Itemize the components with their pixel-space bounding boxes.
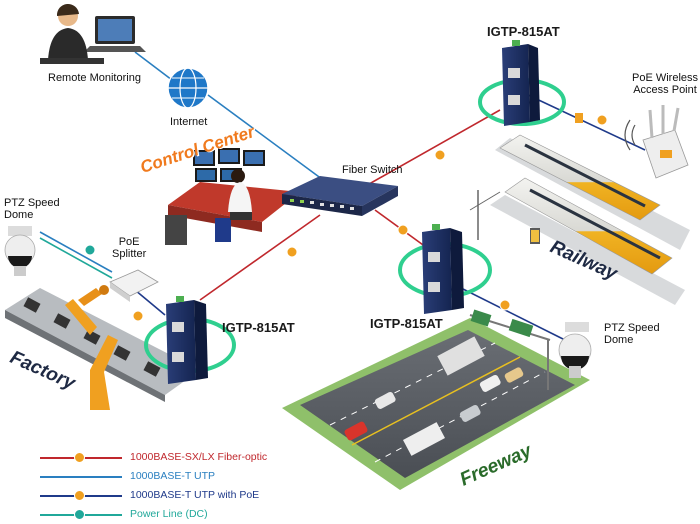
label-poe-ap-line2: Access Point — [633, 84, 697, 96]
legend-item-utp: 1000BASE-T UTP — [40, 467, 330, 486]
label-poe-ap: PoE Wireless Access Point — [632, 72, 698, 96]
link-remote-internet — [134, 51, 173, 81]
label-ptz-right-line2: Dome — [604, 334, 634, 346]
internet-globe-icon — [167, 67, 209, 109]
railway-scene — [469, 113, 690, 305]
legend-label-utp: 1000BASE-T UTP — [130, 470, 216, 482]
ptz-camera-right-icon — [558, 322, 592, 378]
badge-poe-ap — [596, 114, 608, 126]
badge-poe-ptz — [499, 299, 511, 311]
fiber-switch-icon — [282, 176, 398, 216]
label-fiber-switch: Fiber Switch — [342, 164, 403, 176]
label-ptz-left-line1: PTZ Speed — [4, 197, 60, 209]
link-splitter-ptz-power — [39, 237, 113, 279]
label-poe-ap-line1: PoE Wireless — [632, 72, 699, 84]
remote-operator-illustration — [40, 3, 146, 64]
link-switch-igtp-left — [199, 214, 321, 301]
legend-item-poe: 1000BASE-T UTP with PoE — [40, 486, 330, 505]
label-remote-monitoring: Remote Monitoring — [48, 72, 141, 84]
link-igtp-top-ap — [527, 94, 646, 151]
badge-fiber-top — [434, 149, 446, 161]
link-igtp-middle-ptz — [454, 284, 566, 341]
label-poe-splitter: PoE Splitter — [112, 236, 146, 260]
label-internet: Internet — [170, 116, 208, 128]
poe-splitter-icon — [109, 269, 159, 302]
igtp-left-device — [144, 296, 236, 384]
link-switch-igtp-top — [354, 109, 501, 193]
legend-label-power: Power Line (DC) — [130, 508, 208, 520]
igtp-top-device — [478, 40, 566, 126]
label-ptz-right: PTZ Speed Dome — [604, 322, 660, 346]
label-poe-splitter-line1: PoE — [118, 236, 140, 248]
label-ptz-left-line2: Dome — [4, 209, 34, 221]
label-igtp-left: IGTP-815AT — [222, 320, 295, 335]
factory-scene — [5, 285, 200, 410]
link-internet-switch — [207, 94, 331, 186]
legend-label-fiber: 1000BASE-SX/LX Fiber-optic — [130, 451, 268, 463]
legend-item-fiber: 1000BASE-SX/LX Fiber-optic — [40, 448, 330, 467]
legend-line-utp — [40, 476, 122, 478]
label-igtp-top: IGTP-815AT — [487, 24, 560, 39]
legend: 1000BASE-SX/LX Fiber-optic 1000BASE-T UT… — [40, 448, 330, 524]
igtp-middle-device — [398, 224, 492, 314]
badge-fiber-mid — [397, 224, 409, 236]
control-center-illustration — [165, 148, 300, 245]
poe-wireless-ap-icon — [624, 105, 689, 179]
ptz-camera-left-icon — [4, 226, 36, 276]
link-igtp-left-splitter — [134, 289, 166, 316]
badge-poe-splitter — [132, 310, 144, 322]
label-igtp-middle: IGTP-815AT — [370, 316, 443, 331]
legend-label-poe: 1000BASE-T UTP with PoE — [130, 489, 260, 501]
legend-dot-poe-icon — [74, 490, 85, 501]
link-splitter-ptz-utp — [39, 231, 113, 273]
badge-fiber-left — [286, 246, 298, 258]
badge-power-ptz — [84, 244, 96, 256]
label-poe-splitter-line2: Splitter — [112, 248, 147, 260]
freeway-scene — [282, 309, 590, 490]
label-ptz-right-line1: PTZ Speed — [604, 322, 660, 334]
label-ptz-left: PTZ Speed Dome — [4, 197, 60, 221]
legend-dot-fiber-icon — [74, 452, 85, 463]
